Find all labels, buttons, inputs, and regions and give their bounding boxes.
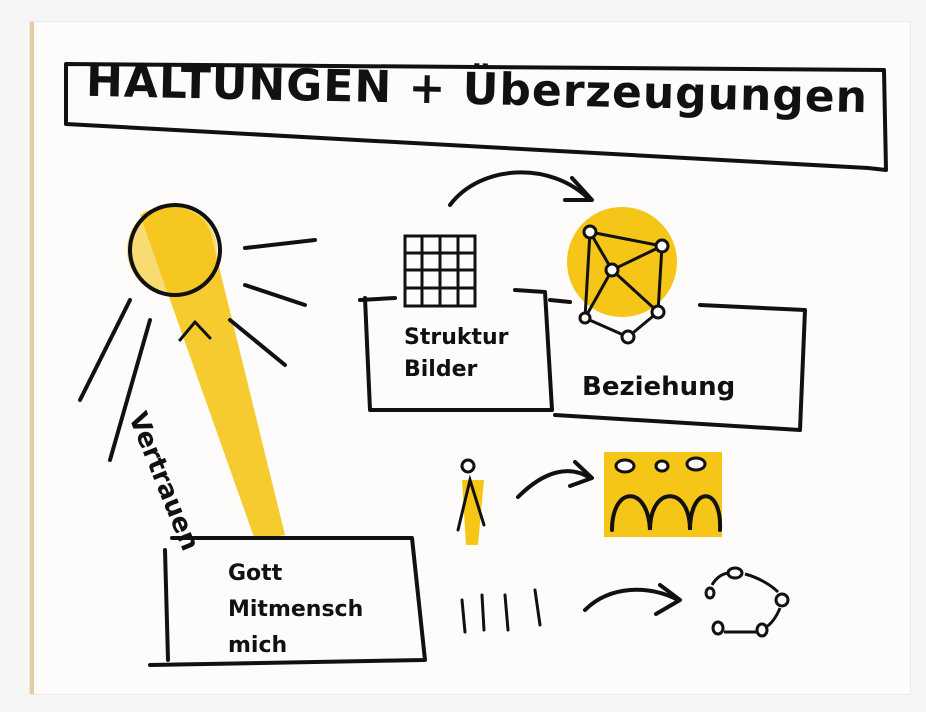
tally-marks — [460, 588, 542, 634]
person-icon — [456, 458, 486, 545]
network-icon — [567, 207, 677, 345]
label-beziehung: Beziehung — [582, 372, 736, 402]
label-bilder: Bilder — [404, 357, 478, 382]
grid-icon — [403, 234, 477, 308]
label-mitmensch: Mitmensch — [228, 597, 364, 622]
circle-of-people-icon — [704, 566, 790, 638]
beziehung-box — [548, 298, 807, 432]
gott-box — [148, 536, 427, 667]
label-gott: Gott — [228, 561, 283, 586]
label-gott-mitmensch-mich: Gott Mitmensch mich — [228, 556, 363, 664]
group-icon — [604, 452, 723, 537]
paper-edge — [30, 22, 34, 694]
label-mich: mich — [228, 633, 288, 658]
sun-icon — [78, 203, 317, 540]
arrow-icon — [448, 170, 592, 207]
label-struktur-bilder: Struktur Bilder — [404, 322, 509, 386]
label-struktur: Struktur — [404, 325, 509, 350]
struktur-box — [358, 288, 554, 412]
title-box — [64, 62, 888, 172]
